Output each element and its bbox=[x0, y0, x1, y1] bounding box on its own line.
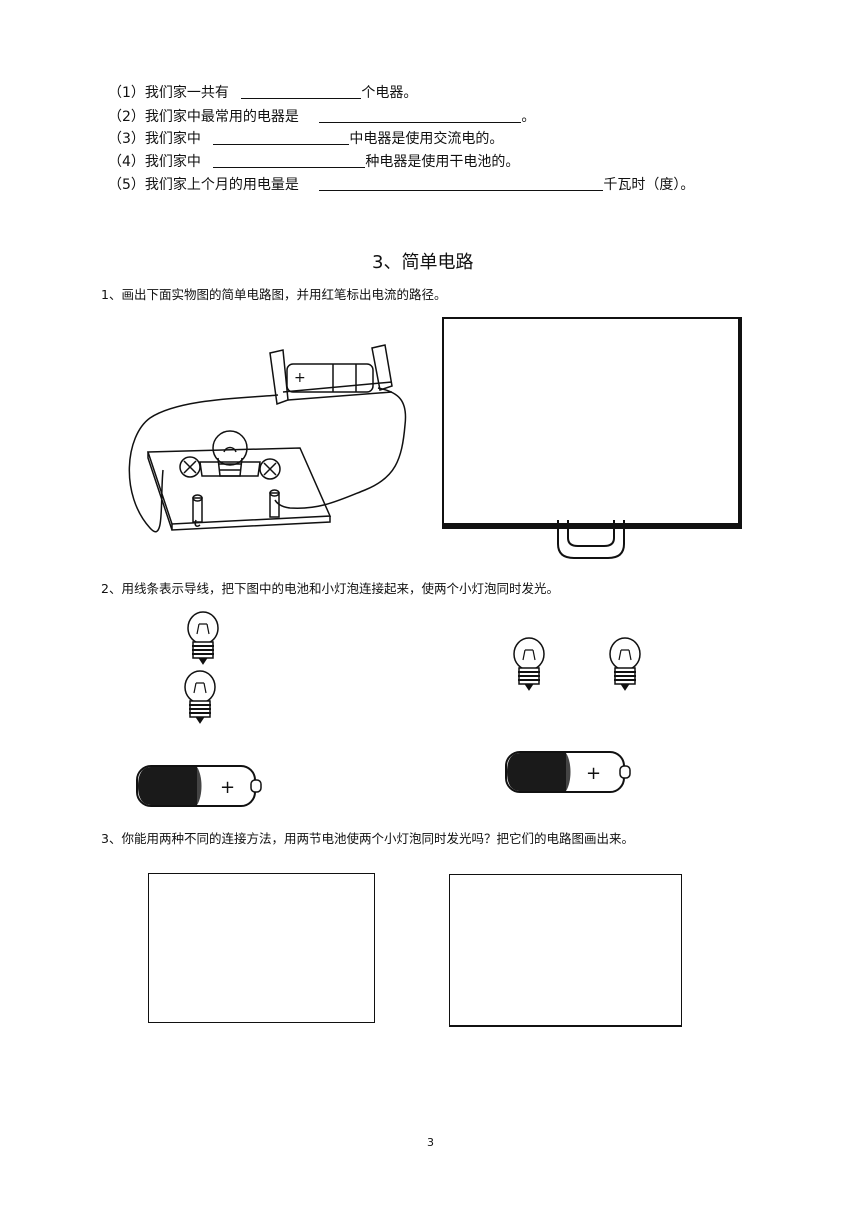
survey-item-2-blank[interactable] bbox=[319, 107, 522, 123]
survey-item-5-blank[interactable] bbox=[319, 175, 604, 191]
question-2: 2、用线条表示导线，把下图中的电池和小灯泡连接起来，使两个小灯泡同时发光。 bbox=[101, 581, 559, 596]
survey-item-4-blank[interactable] bbox=[213, 152, 366, 168]
q3-answer-box-2[interactable] bbox=[449, 874, 682, 1027]
question-3: 3、你能用两种不同的连接方法，用两节电池使两个小灯泡同时发光吗？把它们的电路图画… bbox=[101, 831, 634, 846]
box-clip-handle bbox=[557, 520, 625, 559]
section-title: 3、简单电路 bbox=[372, 252, 474, 273]
survey-item-1: （1）我们家一共有 个电器。 bbox=[108, 83, 417, 103]
survey-item-1-after: 个电器。 bbox=[361, 85, 418, 101]
survey-item-3-label: （3）我们家中 bbox=[108, 131, 201, 147]
survey-item-5: （5）我们家上个月的用电量是 千瓦时（度）。 bbox=[108, 175, 694, 195]
survey-item-3: （3）我们家中 中电器是使用交流电的。 bbox=[108, 129, 503, 149]
survey-item-1-label: （1）我们家一共有 bbox=[108, 85, 229, 101]
bulb-icon bbox=[609, 637, 641, 691]
survey-item-3-after: 中电器是使用交流电的。 bbox=[349, 131, 504, 147]
bulb-icon bbox=[187, 611, 219, 665]
survey-item-5-after: 千瓦时（度）。 bbox=[603, 177, 695, 193]
bulb-icon bbox=[184, 670, 216, 724]
battery-icon bbox=[505, 751, 631, 793]
page-number: 3 bbox=[427, 1136, 434, 1149]
survey-item-2-label: （2）我们家中最常用的电器是 bbox=[108, 109, 299, 125]
holder-plus-sign: + bbox=[294, 370, 306, 386]
battery-plus-sign: + bbox=[586, 763, 601, 784]
q3-answer-box-1[interactable] bbox=[148, 873, 375, 1023]
battery-icon bbox=[136, 765, 262, 807]
battery-plus-sign: + bbox=[220, 777, 235, 798]
bulb-icon bbox=[513, 637, 545, 691]
survey-item-4: （4）我们家中 种电器是使用干电池的。 bbox=[108, 152, 519, 172]
survey-item-4-label: （4）我们家中 bbox=[108, 154, 201, 170]
survey-item-2-after: 。 bbox=[521, 109, 536, 125]
survey-item-5-label: （5）我们家上个月的用电量是 bbox=[108, 177, 299, 193]
survey-item-3-blank[interactable] bbox=[213, 129, 350, 145]
question-1: 1、画出下面实物图的简单电路图，并用红笔标出电流的路径。 bbox=[101, 287, 447, 302]
survey-item-2: （2）我们家中最常用的电器是 。 bbox=[108, 107, 535, 127]
survey-item-1-blank[interactable] bbox=[241, 83, 362, 99]
q1-answer-box[interactable] bbox=[442, 317, 742, 529]
survey-item-4-after: 种电器是使用干电池的。 bbox=[365, 154, 520, 170]
